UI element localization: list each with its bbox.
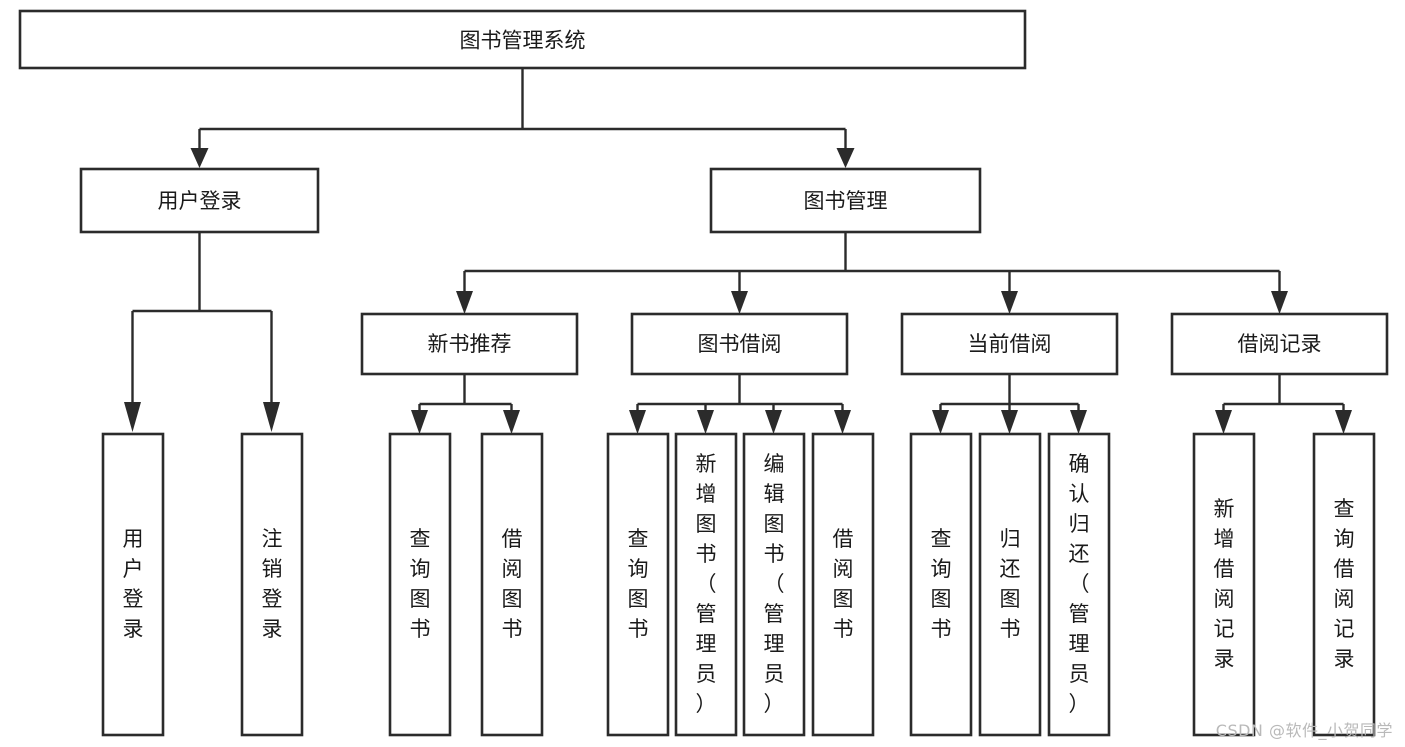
node-root[interactable]: 图书管理系统 — [18, 9, 1027, 70]
leaf-logout-label: 注销登录 — [262, 527, 283, 641]
leaf-query-borrow-record[interactable]: 查询借阅记录 — [1312, 432, 1376, 737]
node-layer: 图书管理系统 用户登录 图书管理 新书推荐 图书借阅 — [18, 9, 1389, 737]
arrowhead-leaf-return-book — [1001, 410, 1018, 434]
arrowhead-leaf-query-book-2 — [629, 410, 646, 434]
node-book-manage-box[interactable] — [709, 167, 982, 234]
arrowhead-leaf-add-record — [1215, 410, 1232, 434]
connector-layer — [124, 68, 1352, 434]
node-root-label: 图书管理系统 — [460, 29, 586, 53]
leaf-add-borrow-record-box[interactable] — [1192, 432, 1256, 737]
leaf-user-login-label: 用户登录 — [123, 527, 144, 641]
leaf-confirm-return-admin[interactable]: 确认归还（管理员） — [1047, 432, 1111, 737]
node-current-borrow-box[interactable] — [900, 312, 1119, 376]
leaf-edit-book-admin-label: 编辑图书（管理员） — [764, 452, 785, 716]
node-new-book-recommend-box[interactable] — [360, 312, 579, 376]
leaf-query-book-current[interactable]: 查询图书 — [909, 432, 973, 737]
node-book-manage[interactable]: 图书管理 — [709, 167, 982, 234]
leaf-query-book-borrow-label: 查询图书 — [628, 527, 649, 641]
arrowhead-leaf-logout — [263, 402, 280, 432]
leaf-add-book-admin[interactable]: 新增图书（管理员） — [674, 432, 738, 737]
leaf-confirm-return-admin-label: 确认归还（管理员） — [1069, 452, 1090, 716]
leaf-borrow-book-borrow-label: 借阅图书 — [833, 527, 854, 641]
arrowhead-to-book-borrow — [731, 291, 748, 314]
leaf-add-borrow-record-label: 新增借阅记录 — [1214, 497, 1235, 671]
leaf-borrow-book-newrec[interactable]: 借阅图书 — [480, 432, 544, 737]
leaf-query-book-current-label: 查询图书 — [931, 527, 952, 641]
node-user-login-label: 用户登录 — [158, 189, 242, 213]
leaf-query-book-borrow-box[interactable] — [606, 432, 670, 737]
arrowhead-to-borrow-record — [1271, 291, 1288, 314]
arrowhead-leaf-query-record — [1335, 410, 1352, 434]
leaf-add-borrow-record[interactable]: 新增借阅记录 — [1192, 432, 1256, 737]
leaf-user-login[interactable]: 用户登录 — [101, 432, 165, 737]
leaf-add-book-admin-label: 新增图书（管理员） — [696, 452, 717, 716]
leaf-query-book-newrec[interactable]: 查询图书 — [388, 432, 452, 737]
node-borrow-record-label: 借阅记录 — [1238, 332, 1322, 356]
arrowhead-leaf-confirm-return — [1070, 410, 1087, 434]
node-current-borrow[interactable]: 当前借阅 — [900, 312, 1119, 376]
arrowhead-leaf-edit-book — [765, 410, 782, 434]
node-book-borrow[interactable]: 图书借阅 — [630, 312, 849, 376]
arrowhead-leaf-add-book — [697, 410, 714, 434]
leaf-edit-book-admin[interactable]: 编辑图书（管理员） — [742, 432, 806, 737]
leaf-borrow-book-newrec-label: 借阅图书 — [502, 527, 523, 641]
node-root-box[interactable] — [18, 9, 1027, 70]
node-book-borrow-label: 图书借阅 — [698, 332, 782, 356]
leaf-add-book-admin-box[interactable] — [674, 432, 738, 737]
leaf-borrow-book-borrow-box[interactable] — [811, 432, 875, 737]
leaf-borrow-book-newrec-box[interactable] — [480, 432, 544, 737]
node-new-book-recommend[interactable]: 新书推荐 — [360, 312, 579, 376]
arrowhead-leaf-user-login — [124, 402, 141, 432]
leaf-query-book-newrec-box[interactable] — [388, 432, 452, 737]
leaf-logout[interactable]: 注销登录 — [240, 432, 304, 737]
node-current-borrow-label: 当前借阅 — [968, 332, 1052, 356]
arrowhead-leaf-query-book-3 — [932, 410, 949, 434]
arrowhead-to-user-login — [190, 148, 209, 168]
leaf-query-borrow-record-box[interactable] — [1312, 432, 1376, 737]
leaf-query-book-current-box[interactable] — [909, 432, 973, 737]
leaf-confirm-return-admin-box[interactable] — [1047, 432, 1111, 737]
leaf-query-borrow-record-label: 查询借阅记录 — [1334, 497, 1355, 671]
node-user-login-box[interactable] — [79, 167, 320, 234]
arrowhead-leaf-query-book-1 — [411, 410, 428, 434]
node-new-book-recommend-label: 新书推荐 — [428, 332, 512, 356]
leaf-query-book-newrec-label: 查询图书 — [410, 527, 431, 641]
node-book-borrow-box[interactable] — [630, 312, 849, 376]
leaf-query-book-borrow[interactable]: 查询图书 — [606, 432, 670, 737]
leaf-user-login-box[interactable] — [101, 432, 165, 737]
node-borrow-record[interactable]: 借阅记录 — [1170, 312, 1389, 376]
leaf-logout-box[interactable] — [240, 432, 304, 737]
leaf-edit-book-admin-box[interactable] — [742, 432, 806, 737]
arrowhead-to-book-manage — [836, 148, 855, 168]
leaf-return-book-box[interactable] — [978, 432, 1042, 737]
leaf-return-book-label: 归还图书 — [1000, 527, 1021, 641]
arrowhead-to-current-borrow — [1001, 291, 1018, 314]
arrowhead-leaf-borrow-book-1 — [503, 410, 520, 434]
arrowhead-to-new-book-rec — [456, 291, 473, 314]
leaf-return-book[interactable]: 归还图书 — [978, 432, 1042, 737]
node-user-login[interactable]: 用户登录 — [79, 167, 320, 234]
node-book-manage-label: 图书管理 — [804, 189, 888, 213]
node-borrow-record-box[interactable] — [1170, 312, 1389, 376]
leaf-borrow-book-borrow[interactable]: 借阅图书 — [811, 432, 875, 737]
arrowhead-leaf-borrow-book-2 — [834, 410, 851, 434]
